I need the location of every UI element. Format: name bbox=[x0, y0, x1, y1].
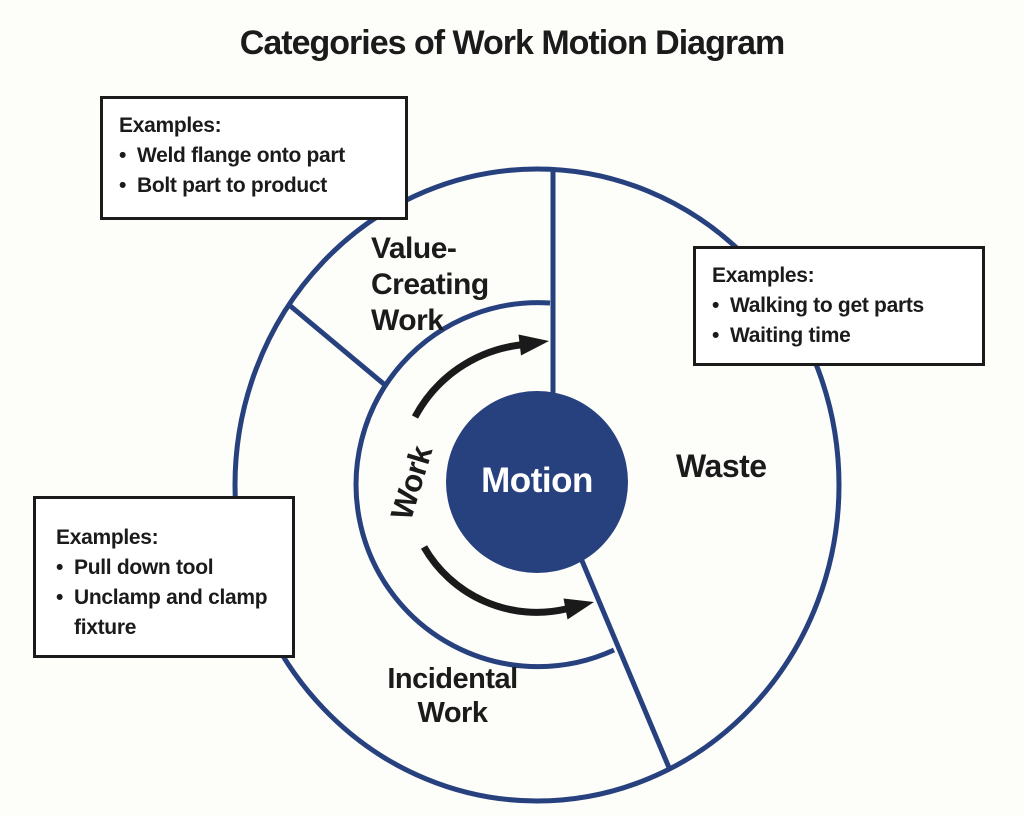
examples-heading: Examples: bbox=[119, 114, 222, 137]
segment-label-incidental-work: Incidental Work bbox=[387, 663, 518, 729]
examples-box-waste: Examples: • Walking to get parts • Waiti… bbox=[693, 246, 985, 366]
examples-box-value-creating: Examples: • Weld flange onto part • Bolt… bbox=[100, 96, 408, 220]
bullet-icon: • bbox=[119, 174, 127, 197]
outer-circle bbox=[232, 166, 842, 804]
example-item-text: Pull down tool bbox=[74, 556, 214, 579]
motion-circle bbox=[446, 391, 628, 573]
segment-label-value-creating-work: Value- Creating Work bbox=[371, 232, 489, 337]
example-item: • Walking to get parts bbox=[712, 291, 974, 321]
inner-ring-arc bbox=[353, 300, 616, 670]
example-item: • Pull down tool bbox=[56, 553, 284, 583]
page-title: Categories of Work Motion Diagram bbox=[239, 24, 785, 62]
bullet-icon: • bbox=[712, 294, 720, 317]
bullet-icon: • bbox=[56, 586, 64, 609]
segment-label-waste: Waste bbox=[676, 448, 767, 484]
bullet-icon: • bbox=[119, 144, 127, 167]
example-item-text: Unclamp and clamp fixture bbox=[74, 586, 268, 639]
arrow-top-curve bbox=[411, 341, 521, 419]
arrow-top-head-icon bbox=[518, 334, 549, 356]
example-item: • Bolt part to product bbox=[119, 171, 397, 201]
examples-box-incidental: Examples: • Pull down tool • Unclamp and… bbox=[33, 496, 295, 658]
divider-bottom-right bbox=[577, 555, 673, 771]
center-label-motion: Motion bbox=[481, 461, 593, 500]
example-item-text: Waiting time bbox=[730, 324, 851, 347]
example-item-text: Walking to get parts bbox=[730, 294, 924, 317]
arrow-bottom-head-icon bbox=[563, 598, 594, 620]
examples-heading: Examples: bbox=[712, 264, 815, 287]
arrow-bottom-curve bbox=[420, 545, 567, 616]
example-item: • Waiting time bbox=[712, 321, 974, 351]
example-item: • Unclamp and clamp fixture bbox=[56, 583, 284, 643]
examples-heading: Examples: bbox=[56, 526, 159, 549]
example-item-text: Weld flange onto part bbox=[137, 144, 345, 167]
example-item: • Weld flange onto part bbox=[119, 141, 397, 171]
example-item-text: Bolt part to product bbox=[137, 174, 327, 197]
bullet-icon: • bbox=[56, 556, 64, 579]
divider-left bbox=[286, 302, 387, 387]
bullet-icon: • bbox=[712, 324, 720, 347]
